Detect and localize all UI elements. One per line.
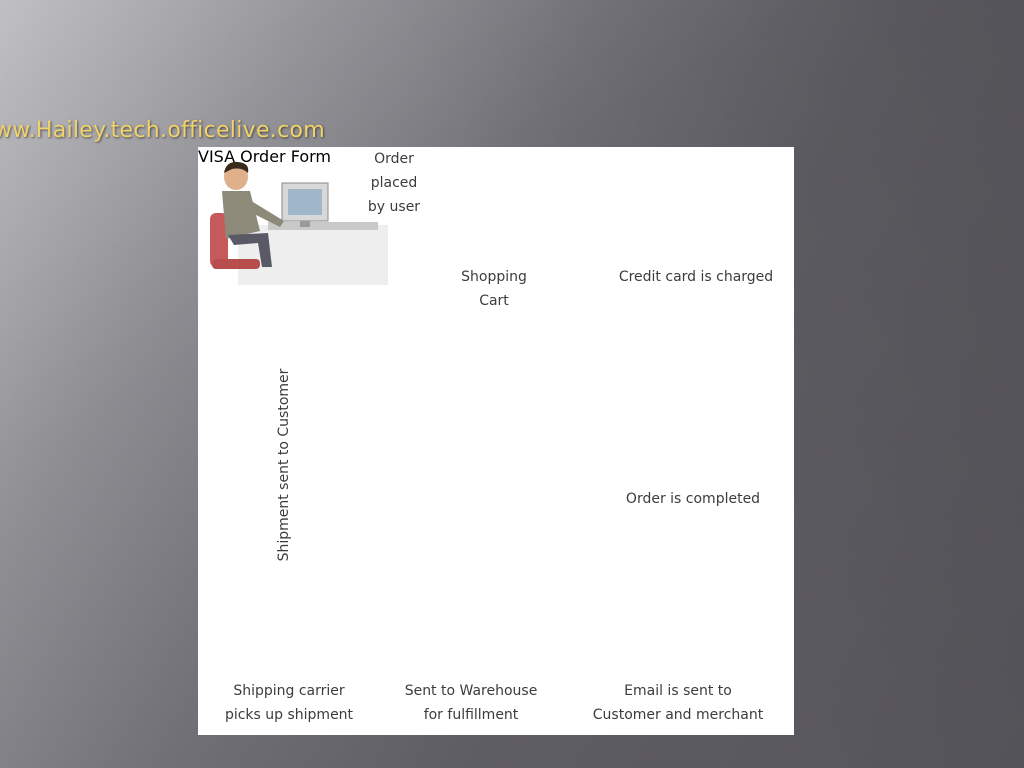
order-placed-label: Order placed by user	[367, 151, 421, 215]
shopping-cart-label: Shopping Cart	[461, 269, 527, 309]
shipping-carrier-label: Shipping carrier picks up shipment	[224, 683, 354, 723]
visa-card-icon: VISA	[198, 147, 240, 166]
arrow-cart-to-card: VISA Order Form	[198, 147, 773, 723]
order-completed-label: Order is completed	[625, 491, 761, 507]
visa-text: VISA	[198, 147, 236, 166]
order-form-title: Order Form	[240, 147, 332, 166]
user-at-computer-icon	[210, 161, 388, 285]
email-sent-label: Email is sent to Customer and merchant	[592, 683, 764, 723]
order-flow-diagram: VISA Order Form	[198, 147, 794, 735]
order-form-icon: Order Form	[240, 147, 331, 166]
arrow-card-to-form: Order Form	[225, 147, 773, 723]
diagram-graphics	[210, 161, 388, 285]
sent-to-warehouse-label: Sent to Warehouse for fulfillment	[404, 683, 538, 723]
watermark-url: ww.Hailey.tech.officelive.com	[0, 118, 325, 143]
credit-card-charged-label: Credit card is charged	[618, 269, 774, 285]
arrow-user-to-cart: VISA Order Form	[198, 147, 773, 723]
